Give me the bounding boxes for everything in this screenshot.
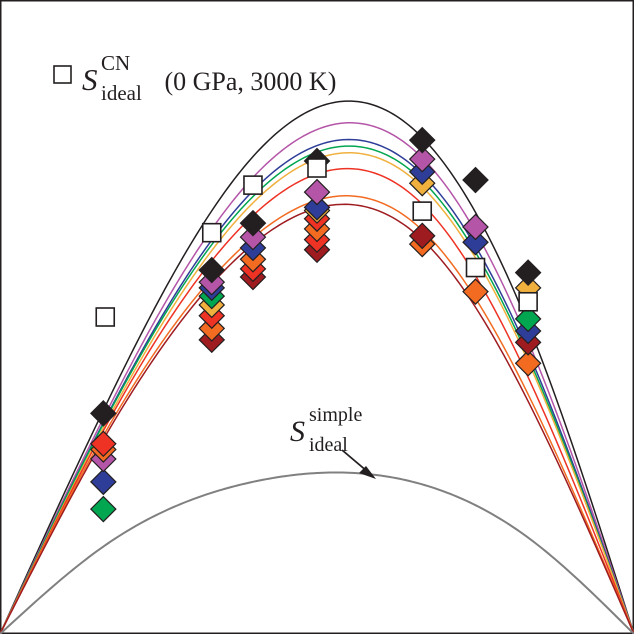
open-square-marker xyxy=(243,175,263,195)
diamond-marker-orange xyxy=(462,278,489,305)
diamond-marker-black xyxy=(198,256,226,284)
open-square-marker xyxy=(465,257,486,278)
diamond-marker-magenta xyxy=(462,213,489,241)
diamond-marker-blue xyxy=(89,468,117,496)
diamond-marker-magenta xyxy=(239,223,267,251)
diamond-marker-blue xyxy=(462,228,489,256)
diamond-marker-black xyxy=(462,166,489,194)
open-square-marker xyxy=(412,201,433,221)
simple-sub: ideal xyxy=(309,434,348,456)
curve-gray xyxy=(0,471,634,634)
diamond-marker-black xyxy=(514,259,542,286)
diamond-marker-magenta xyxy=(408,145,436,173)
diamond-marker-magenta xyxy=(303,178,331,206)
open-square-marker xyxy=(201,222,222,243)
diamond-markers xyxy=(89,126,542,523)
diamond-marker-green xyxy=(89,495,117,523)
diamond-marker-black xyxy=(408,126,436,154)
legend-condition: (0 GPa, 3000 K) xyxy=(158,67,336,96)
legend-sub: ideal xyxy=(101,81,142,105)
legend: S CN ideal (0 GPa, 3000 K) xyxy=(53,51,336,105)
open-squares xyxy=(95,158,538,327)
simple-label: S xyxy=(290,415,305,448)
diamond-marker-black xyxy=(239,209,267,237)
simple-ideal-annotation: S simple ideal xyxy=(290,404,376,479)
diamond-marker-red xyxy=(89,430,117,458)
diamond-marker-darkred xyxy=(408,222,436,250)
diamond-marker-black xyxy=(89,400,117,427)
simple-sup: simple xyxy=(309,404,362,426)
open-square-marker xyxy=(95,307,116,327)
legend-sup: CN xyxy=(101,51,130,75)
diamond-marker-blue xyxy=(303,193,331,221)
open-square-marker xyxy=(307,158,327,178)
diamond-marker-green xyxy=(514,305,542,333)
legend-label: S xyxy=(82,62,98,97)
open-square-marker xyxy=(518,291,538,312)
diamond-marker-orange xyxy=(514,349,542,377)
legend-square-symbol xyxy=(53,65,72,84)
simple-arrow-head xyxy=(359,466,376,479)
